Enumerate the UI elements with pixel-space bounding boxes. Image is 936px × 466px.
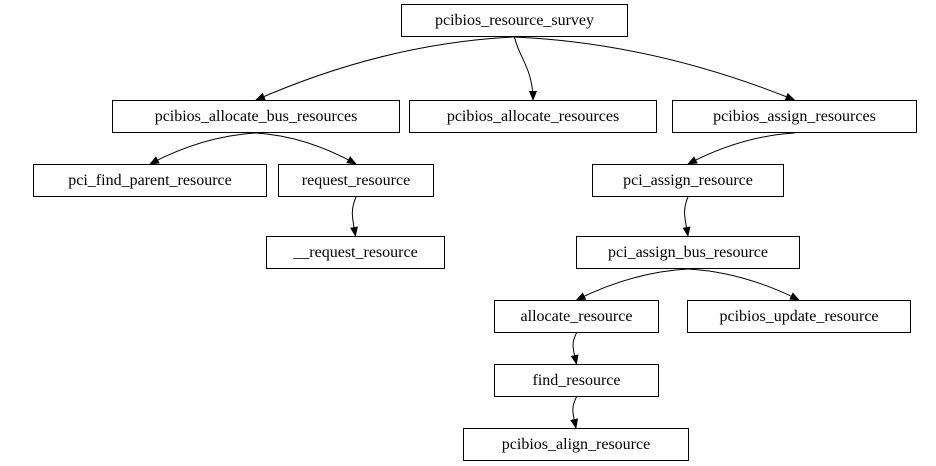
- edge-pci_assign_bus-to-update: [687, 268, 800, 301]
- edge-survey-to-allocate_bus: [255, 36, 515, 101]
- edge-allocate_bus-to-find_parent: [149, 132, 257, 165]
- edge-pci_assign_bus-to-allocate_resource: [575, 268, 689, 301]
- node-pcibios-allocate-resources: pcibios_allocate_resources: [409, 100, 657, 133]
- node-pci-assign-resource: pci_assign_resource: [592, 164, 784, 197]
- node-pcibios-align-resource: pcibios_align_resource: [463, 428, 689, 461]
- edge-survey-to-allocate: [514, 36, 537, 101]
- node-pci-assign-bus-resource: pci_assign_bus_resource: [576, 236, 800, 269]
- node-pcibios-update-resource: pcibios_update_resource: [687, 300, 911, 333]
- node-allocate-resource: allocate_resource: [494, 300, 659, 333]
- edge-request-to-request_inner: [350, 196, 358, 237]
- node-pcibios-resource-survey: pcibios_resource_survey: [401, 4, 628, 37]
- edge-find_resource-to-align: [570, 396, 579, 429]
- edge-survey-to-assign: [514, 36, 796, 101]
- edge-allocate_bus-to-request: [255, 132, 357, 165]
- node-pcibios-assign-resources: pcibios_assign_resources: [672, 100, 917, 133]
- edge-assign-to-pci_assign: [687, 132, 795, 165]
- node-request-resource: request_resource: [278, 164, 434, 197]
- node-pci-find-parent-resource: pci_find_parent_resource: [33, 164, 267, 197]
- node-pcibios-allocate-bus-resources: pcibios_allocate_bus_resources: [112, 100, 400, 133]
- node-request-resource-internal: __request_resource: [266, 236, 445, 269]
- node-find-resource: find_resource: [494, 364, 659, 397]
- edge-pci_assign-to-pci_assign_bus: [682, 196, 691, 237]
- edge-allocate_resource-to-find_resource: [570, 332, 579, 365]
